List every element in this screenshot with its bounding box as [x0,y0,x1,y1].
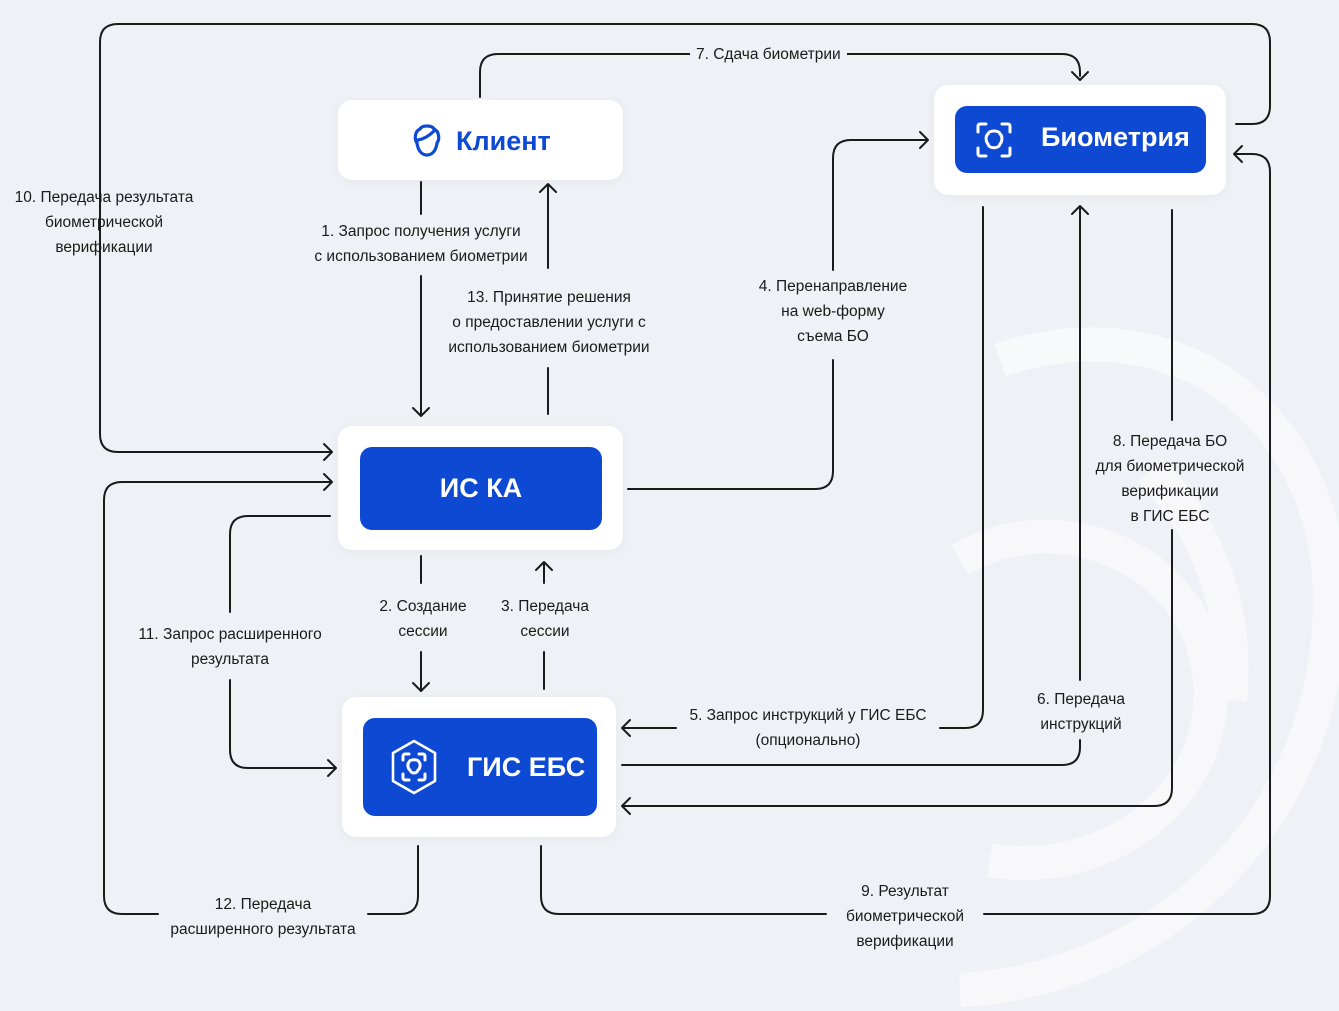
edge-7-arrowhead [1071,71,1089,81]
person-head-icon [412,123,442,159]
edge-label-13: 13. Принятие решения о предоставлении ус… [448,289,650,356]
client-card [338,100,623,180]
edge-8-line [623,209,1173,807]
edge-label-3: 3. Передача сессии [501,598,589,640]
edge-label-7: 7. Сдача биометрии [690,42,847,67]
biometria-label: Биометрия [1041,122,1190,152]
edge-13-arrowhead [539,183,557,193]
edge-label-6: 6. Передача инструкций [1037,691,1125,733]
edge-12-line [103,481,419,915]
edge-8-arrowhead [621,797,631,815]
face-scan-icon [975,121,1013,164]
edge-1-arrowhead [412,407,430,417]
edge-10-arrowhead [323,443,333,461]
iska-label: ИС КА [439,473,523,503]
gis-label: ГИС ЕБС [467,752,586,782]
edge-2-arrowhead [412,682,430,692]
face-scan-badge-icon [385,738,443,801]
edge-4-line [627,139,927,490]
edge-10-line [99,23,1271,453]
edge-label-2: 2. Создание сессии [379,598,467,640]
iska-node[interactable]: ИС КА [360,447,602,530]
edge-9-line [540,153,1271,915]
edge-label-5: 5. Запрос инструкций у ГИС ЕБС (опционал… [689,707,927,749]
gis-node[interactable]: ГИС ЕБС [363,718,597,816]
edge-label-8: 8. Передача БО для биометрической верифи… [1095,433,1245,525]
edge-label-4: 4. Перенаправление на web-форму съема БО [758,278,908,345]
edge-5-arrowhead [621,719,631,737]
client-label: Клиент [456,125,551,156]
edge-6-line [621,207,1081,766]
edge-label-1: 1. Запрос получения услуги с использован… [314,223,528,265]
edge-11-line [229,515,335,769]
edge-label-12: 12. Передача расширенного результата [170,896,356,938]
edge-5-line [623,206,984,729]
edge-label-11: 11. Запрос расширенного результата [138,626,322,668]
edge-4-arrowhead [919,131,929,149]
edge-label-10: 10. Передача результата биометрической в… [14,189,194,256]
edge-label-9: 9. Результат биометрической верификации [846,883,964,950]
edge-9-arrowhead [1233,145,1243,163]
edge-12-arrowhead [323,473,333,491]
edge-3-arrowhead [535,561,553,571]
edge-11-arrowhead [327,759,337,777]
client-node[interactable]: Клиент [412,120,551,162]
edge-6-arrowhead [1071,205,1089,215]
biometria-node[interactable]: Биометрия [955,106,1206,173]
